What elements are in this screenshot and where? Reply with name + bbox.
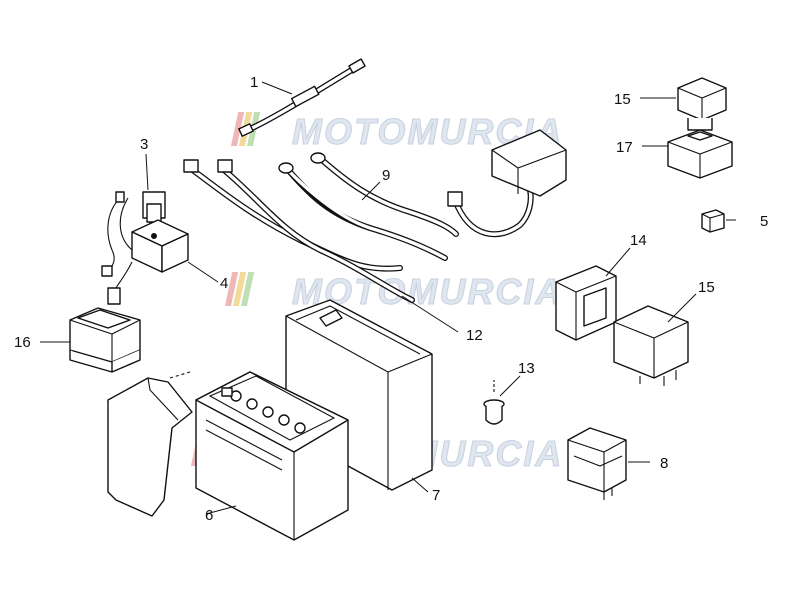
connector-block xyxy=(491,129,567,197)
callout-9: 9 xyxy=(382,167,390,184)
callout-16: 16 xyxy=(14,334,31,351)
part-13-grommet xyxy=(483,380,505,425)
part-4-relay xyxy=(101,191,189,305)
callout-12: 12 xyxy=(466,327,483,344)
callout-14: 14 xyxy=(630,232,647,249)
part-1-cable xyxy=(238,58,366,137)
part-5-plug xyxy=(701,209,725,233)
callout-4: 4 xyxy=(220,275,228,292)
callout-17: 17 xyxy=(616,139,633,156)
callouts: 1 3 4 5 6 7 8 9 12 13 14 15 15 16 17 xyxy=(14,74,768,524)
side-cover xyxy=(107,371,193,517)
part-17-relay-socket xyxy=(667,129,733,179)
callout-8: 8 xyxy=(660,455,668,472)
callout-15-middle: 15 xyxy=(698,279,715,296)
part-14-relay-holder xyxy=(555,265,617,341)
callout-7: 7 xyxy=(432,487,440,504)
part-9-cables xyxy=(183,152,534,303)
callout-15-top: 15 xyxy=(614,91,631,108)
callout-6: 6 xyxy=(205,507,213,524)
leader-lines xyxy=(40,81,736,515)
callout-1: 1 xyxy=(250,74,258,91)
part-16-connector xyxy=(69,307,141,373)
part-3-fuse xyxy=(142,191,166,228)
part-6-battery xyxy=(195,371,349,541)
callout-3: 3 xyxy=(140,136,148,153)
part-15-relay-large xyxy=(613,305,689,386)
part-8-relay xyxy=(567,427,627,500)
callout-5: 5 xyxy=(760,213,768,230)
part-15-relay-top xyxy=(677,77,727,131)
callout-13: 13 xyxy=(518,360,535,377)
